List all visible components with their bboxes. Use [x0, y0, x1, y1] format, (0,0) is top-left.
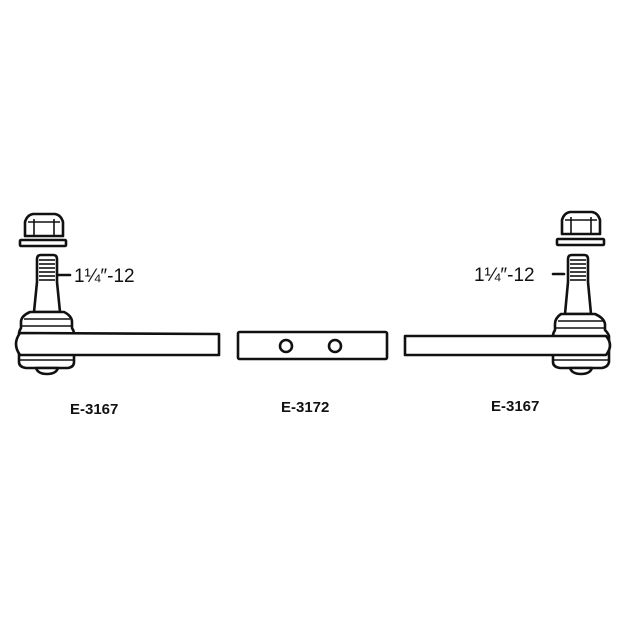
left-castle-nut-icon [23, 212, 65, 238]
left-thread-spec: 1¼″-12 [74, 266, 135, 287]
left-washer-icon [18, 238, 68, 248]
left-part-number: E-3167 [70, 401, 118, 418]
middle-part-number: E-3172 [281, 399, 329, 416]
right-part-number: E-3167 [491, 398, 539, 415]
right-thread-spec: 1¼″-12 [474, 265, 535, 286]
sleeve-hole-icon [278, 338, 294, 354]
left-threaded-stud-icon [32, 253, 62, 314]
right-washer-icon [555, 237, 606, 247]
left-tie-rod-end: 1¼″-12 [14, 212, 221, 376]
right-castle-nut-icon [560, 210, 602, 236]
sleeve-body-icon [236, 330, 389, 361]
adjusting-sleeve [236, 330, 389, 361]
right-tie-rod-end: 1¼″-12 [403, 210, 612, 376]
sleeve-hole-icon [327, 338, 343, 354]
right-threaded-stud-icon [563, 253, 593, 316]
left-rod-icon [14, 331, 221, 357]
right-rod-icon [403, 334, 612, 357]
